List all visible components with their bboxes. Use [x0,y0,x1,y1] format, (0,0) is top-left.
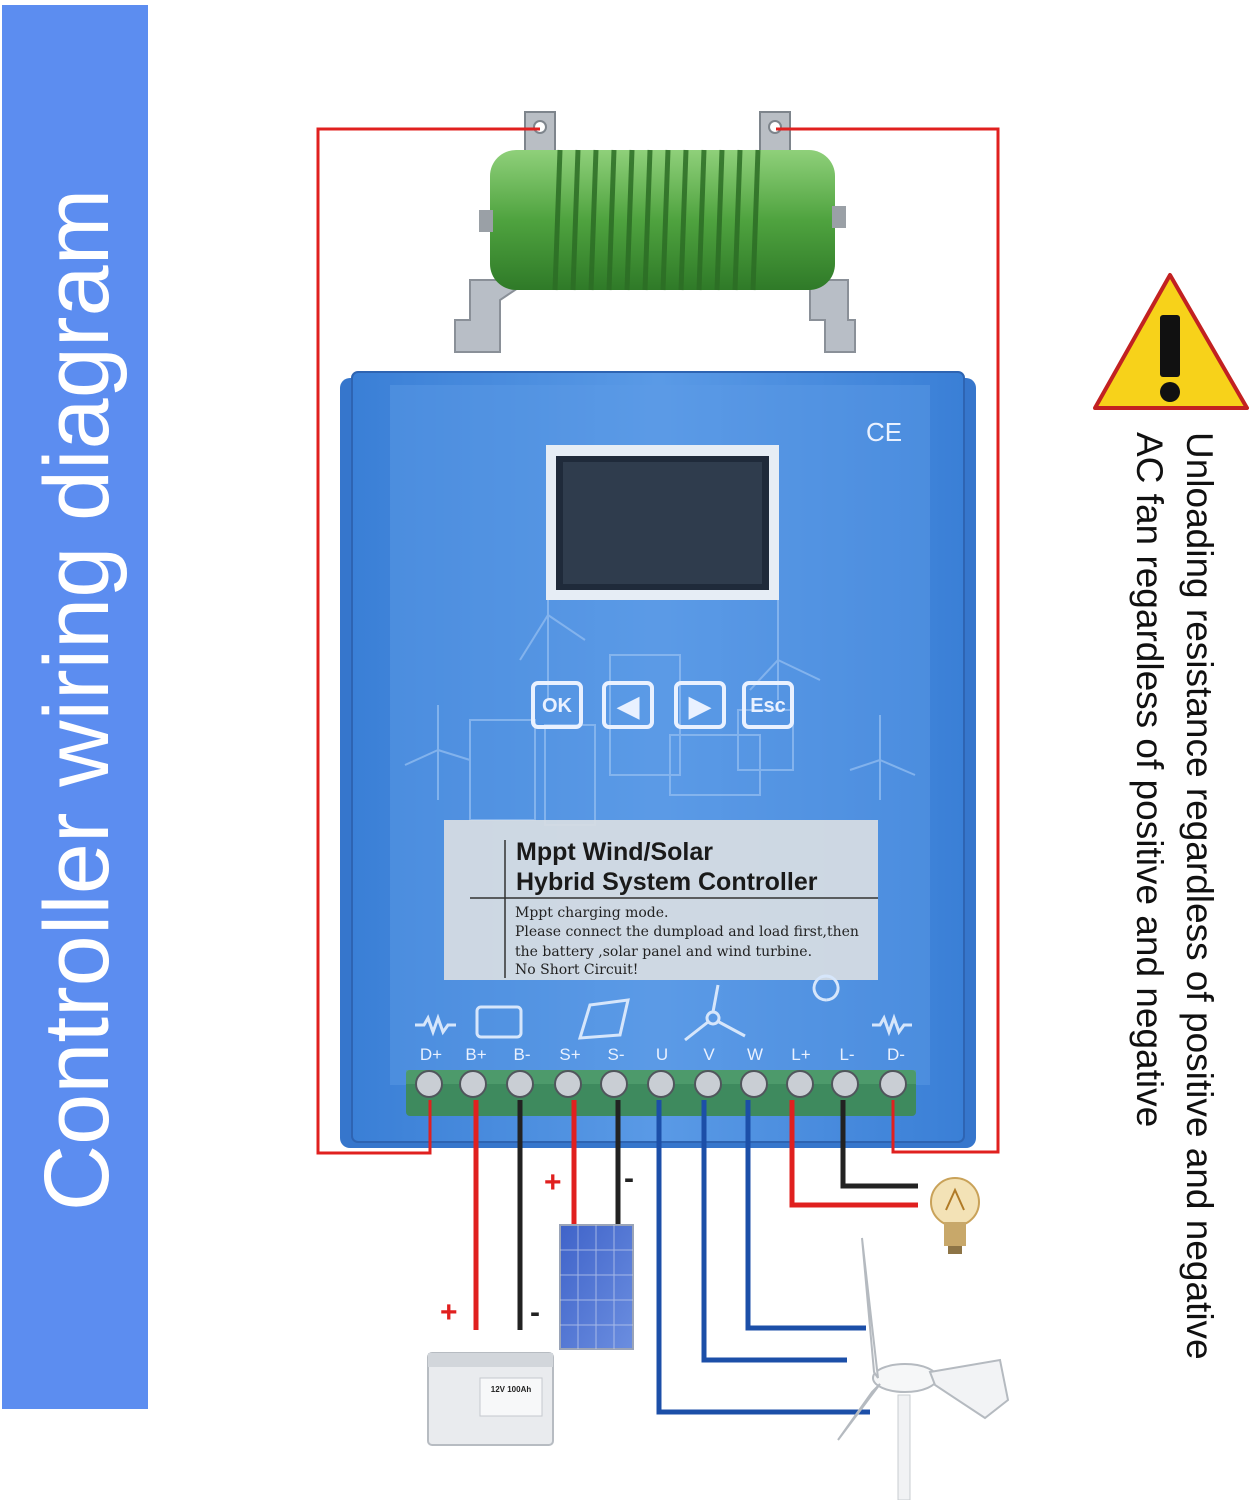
turbine-w-wire [745,1100,866,1331]
label-title-2: Hybrid System Controller [516,868,818,896]
wind-turbine [837,1237,1010,1500]
battery-plus-sign: + [440,1296,458,1329]
solar-minus-sign: - [624,1162,634,1195]
note-ac-fan: AC fan regardless of positive and negati… [1129,432,1170,1128]
load-negative-wire [840,1100,918,1189]
label-line-3: the battery ,solar panel and wind turbin… [515,944,812,960]
dump-load-negative-wire [776,127,1000,1154]
terminal-l-minus: L- [839,1045,854,1064]
dump-load-positive-wire [316,127,540,1155]
terminal-d-plus: D+ [420,1045,442,1064]
turbine-u-wire [656,1100,870,1415]
battery-minus-sign: - [530,1296,540,1329]
terminal-w: W [747,1045,763,1064]
label-line-1: Mppt charging mode. [515,905,669,921]
label-line-4: No Short Circuit! [515,962,638,978]
turbine-v-wire [701,1100,847,1363]
ok-button[interactable]: OK [542,695,573,717]
note-unloading-resistance: Unloading resistance regardless of posit… [1179,432,1220,1360]
load-positive-wire [789,1100,918,1208]
controller-unit [340,371,976,1148]
label-title-1: Mppt Wind/Solar [516,838,713,866]
light-bulb [930,1177,980,1254]
terminal-u: U [656,1045,668,1064]
warning-icon [1093,273,1249,410]
terminal-l-plus: L+ [791,1045,810,1064]
battery-label: 12V 100Ah [491,1385,532,1394]
wiring [316,127,1000,1415]
solar-panel [559,1224,634,1350]
esc-button[interactable]: Esc [750,695,786,717]
dump-load-resistor [454,111,856,353]
terminal-b-minus: B- [514,1045,531,1064]
title-banner: Controller wiring diagram [2,5,148,1409]
right-arrow-button[interactable]: ▶ [688,689,711,724]
terminal-s-minus: S- [608,1045,625,1064]
battery [427,1352,554,1446]
terminal-v: V [703,1045,715,1064]
terminal-s-plus: S+ [559,1045,580,1064]
label-line-2: Please connect the dumpload and load fir… [515,924,859,940]
solar-plus-sign: + [544,1166,562,1199]
terminal-d-minus: D- [887,1045,905,1064]
terminal-b-plus: B+ [465,1045,486,1064]
left-arrow-button[interactable]: ◀ [616,689,639,724]
ce-mark: CE [866,417,902,447]
